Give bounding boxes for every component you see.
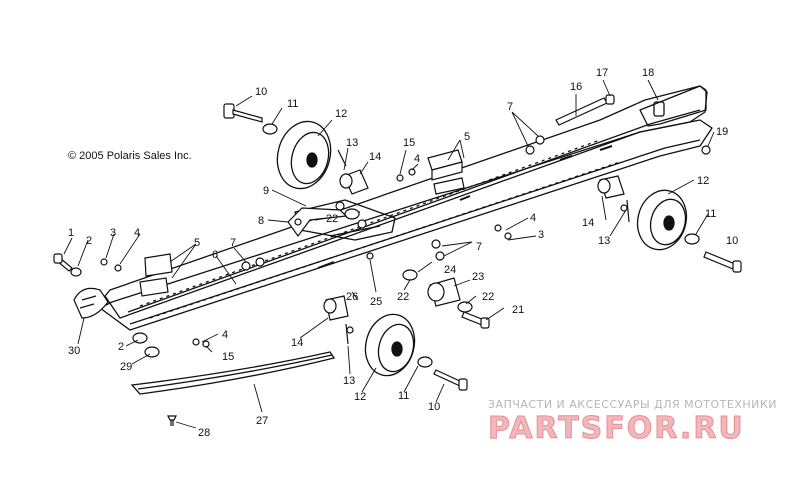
- callout-13: 13: [343, 375, 355, 387]
- callout-30: 30: [68, 345, 80, 357]
- callout-12: 12: [354, 391, 366, 403]
- callout-9: 9: [263, 185, 269, 197]
- callout-3: 3: [538, 229, 544, 241]
- callout-18: 18: [642, 67, 654, 79]
- callout-22: 22: [482, 291, 494, 303]
- callout-11: 11: [398, 390, 409, 402]
- callout-7: 7: [507, 101, 513, 113]
- callout-21: 21: [512, 304, 524, 316]
- callout-5: 5: [464, 131, 470, 143]
- callout-22: 22: [326, 213, 338, 225]
- callout-28: 28: [198, 427, 210, 439]
- callout-19: 19: [716, 126, 728, 138]
- callout-27: 27: [256, 415, 268, 427]
- callout-13: 13: [598, 235, 610, 247]
- callout-4: 4: [222, 329, 228, 341]
- callout-25: 25: [370, 296, 382, 308]
- callout-4: 4: [134, 227, 140, 239]
- callout-4: 4: [414, 153, 420, 165]
- watermark-logo: PARTSFOR.RU: [488, 411, 745, 446]
- callout-15: 15: [222, 351, 234, 363]
- callout-7: 7: [230, 237, 236, 249]
- rail-upper: [104, 85, 708, 319]
- callout-1: 1: [68, 227, 74, 239]
- callout-10: 10: [428, 401, 440, 413]
- hinge-bracket: [287, 207, 348, 238]
- callout-7: 7: [476, 241, 482, 253]
- rail-assembly: [99, 85, 713, 331]
- callout-2: 2: [86, 235, 92, 247]
- callout-24: 24: [444, 264, 456, 276]
- copyright-text: © 2005 Polaris Sales Inc.: [68, 150, 192, 162]
- callout-16: 16: [570, 81, 582, 93]
- wear-strip: [130, 351, 336, 395]
- callout-11: 11: [705, 208, 716, 220]
- wheel-lower: [364, 313, 416, 377]
- callout-5: 5: [194, 237, 200, 249]
- blocks: [139, 149, 465, 297]
- callout-4: 4: [530, 212, 536, 224]
- callout-2: 2: [118, 341, 124, 353]
- rail-cap: [73, 287, 109, 319]
- callout-3: 3: [110, 227, 116, 239]
- callout-labels: 10 11 12 13 14 15 4 5 16 17 18 7 19 9 8 …: [68, 67, 738, 439]
- watermark: ЗАПЧАСТИ И АКСЕССУАРЫ ДЛЯ МОТОТЕХНИКИ PA…: [488, 398, 777, 447]
- leader-lines: [63, 79, 715, 429]
- callout-12: 12: [697, 175, 709, 187]
- callout-14: 14: [291, 337, 303, 349]
- callout-14: 14: [369, 151, 381, 163]
- callout-29: 29: [120, 361, 132, 373]
- callout-12: 12: [335, 108, 347, 120]
- rail-lower: [99, 119, 713, 331]
- callout-23: 23: [472, 271, 484, 283]
- callout-14: 14: [582, 217, 594, 229]
- wheel-upper-left: [276, 120, 332, 190]
- callout-22: 22: [397, 291, 409, 303]
- callout-13: 13: [346, 137, 358, 149]
- callout-6: 6: [212, 249, 218, 261]
- callout-11: 11: [287, 98, 298, 110]
- callout-17: 17: [596, 67, 608, 79]
- callout-26: 26: [346, 291, 358, 303]
- callout-10: 10: [726, 235, 738, 247]
- callout-15: 15: [403, 137, 415, 149]
- spindles: [323, 149, 630, 345]
- callout-10: 10: [255, 86, 267, 98]
- callout-8: 8: [258, 215, 264, 227]
- watermark-caption: ЗАПЧАСТИ И АКСЕССУАРЫ ДЛЯ МОТОТЕХНИКИ: [488, 398, 777, 411]
- wheel-right: [636, 189, 688, 251]
